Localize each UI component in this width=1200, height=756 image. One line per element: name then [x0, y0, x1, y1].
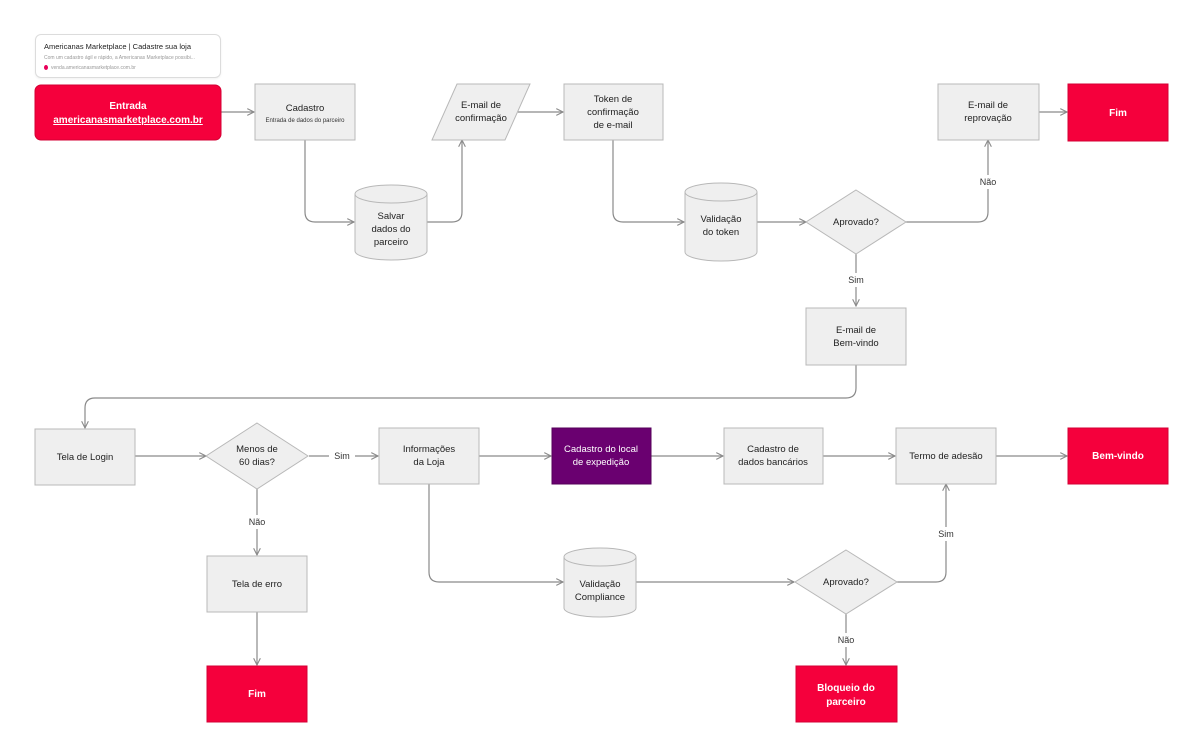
node-validacao-compliance[interactable]: Validação Compliance — [563, 547, 637, 618]
node-termo-adesao[interactable]: Termo de adesão — [895, 427, 997, 485]
node-validacao-token-line1: Validação — [700, 214, 741, 225]
node-fim-terminal[interactable]: Fim — [1067, 83, 1169, 142]
node-email-reprovacao[interactable]: E-mail de reprovação — [937, 83, 1040, 141]
node-tela-login-label: Tela de Login — [57, 452, 114, 463]
node-fim-label: Fim — [1109, 108, 1127, 119]
node-informacoes-loja[interactable]: Informações da Loja — [378, 427, 480, 485]
node-menos-60-dias-decision[interactable]: Menos de 60 dias? — [205, 422, 309, 490]
edge-token-validacao — [612, 140, 684, 222]
node-cadastro-local-line2: de expedição — [573, 457, 630, 468]
edge-label-sim: Sim — [848, 275, 864, 285]
edge-salvar-email — [426, 140, 462, 223]
node-fim-terminal-2[interactable]: Fim — [206, 665, 308, 723]
node-bem-vindo-label: Bem-vindo — [1092, 451, 1144, 462]
node-aprovado-label: Aprovado? — [833, 217, 879, 228]
edge-aprovado2-termo — [897, 484, 946, 583]
node-cadastro-bancarios-line2: dados bancários — [738, 457, 808, 468]
edge-label-nao: Não — [249, 517, 266, 527]
node-salvar-line3: parceiro — [374, 237, 408, 248]
node-validacao-compliance-line1: Validação — [579, 579, 620, 590]
node-email-confirmacao-line2: confirmação — [455, 113, 507, 124]
edge-label-sim: Sim — [938, 529, 954, 539]
node-informacoes-line2: da Loja — [413, 457, 445, 468]
link-preview-card[interactable]: Americanas Marketplace | Cadastre sua lo… — [35, 34, 221, 78]
node-validacao-token-line2: do token — [703, 227, 739, 238]
node-cadastro-local-line1: Cadastro do local — [564, 444, 638, 455]
node-fim-2-label: Fim — [248, 689, 266, 700]
edge-label-nao: Não — [838, 635, 855, 645]
node-entrada-title: Entrada — [109, 101, 147, 112]
node-termo-adesao-label: Termo de adesão — [909, 451, 982, 462]
edge-label-sim: Sim — [334, 451, 350, 461]
edge-bemvindo-login — [85, 365, 857, 428]
entrada-link[interactable]: americanasmarketplace.com.br — [53, 115, 203, 126]
americanas-favicon-icon — [44, 65, 48, 70]
node-tela-login[interactable]: Tela de Login — [34, 428, 136, 486]
node-bem-vindo-terminal[interactable]: Bem-vindo — [1067, 427, 1169, 485]
node-cadastro-local-expedicao[interactable]: Cadastro do local de expedição — [551, 427, 652, 485]
node-email-reprovacao-line1: E-mail de — [968, 100, 1008, 111]
node-bloqueio-line2: parceiro — [826, 697, 865, 708]
preview-card-url[interactable]: venda.americanasmarketplace.com.br — [51, 65, 136, 71]
edge-aprovado1-reprovacao — [906, 140, 988, 223]
node-email-bemvindo-line1: E-mail de — [836, 325, 876, 336]
node-cadastro[interactable]: Cadastro Entrada de dados do parceiro — [254, 83, 356, 141]
edge-cadastro-salvar — [304, 140, 354, 222]
node-aprovado-decision-2[interactable]: Aprovado? — [794, 549, 898, 615]
node-menos60-line1: Menos de — [236, 444, 278, 455]
node-validacao-compliance-line2: Compliance — [575, 592, 625, 603]
preview-card-title: Americanas Marketplace | Cadastre sua lo… — [44, 42, 192, 51]
node-bloqueio-line1: Bloqueio do — [817, 683, 875, 694]
edge-label-nao: Não — [980, 177, 997, 187]
node-email-bemvindo[interactable]: E-mail de Bem-vindo — [805, 307, 907, 366]
node-validacao-token[interactable]: Validação do token — [684, 182, 758, 262]
preview-card-description: Com um cadastro ágil e rápido, a America… — [44, 55, 195, 61]
node-salvar-line1: Salvar — [378, 211, 405, 222]
node-token-confirmacao[interactable]: Token de confirmação de e-mail — [563, 83, 664, 141]
node-tela-erro[interactable]: Tela de erro — [206, 555, 308, 613]
node-token-line2: confirmação — [587, 107, 639, 118]
node-bloqueio-parceiro[interactable]: Bloqueio do parceiro — [795, 665, 898, 723]
node-cadastro-dados-bancarios[interactable]: Cadastro de dados bancários — [723, 427, 824, 485]
node-salvar-line2: dados do — [371, 224, 410, 235]
connectors — [85, 112, 1067, 665]
node-token-line3: de e-mail — [593, 120, 632, 131]
node-email-reprovacao-line2: reprovação — [964, 113, 1012, 124]
node-email-bemvindo-line2: Bem-vindo — [833, 338, 878, 349]
node-salvar-dados[interactable]: Salvar dados do parceiro — [354, 184, 428, 261]
node-cadastro-bancarios-line1: Cadastro de — [747, 444, 799, 455]
node-menos60-line2: 60 dias? — [239, 457, 275, 468]
node-informacoes-line1: Informações — [403, 444, 456, 455]
node-token-line1: Token de — [594, 94, 633, 105]
node-email-confirmacao-line1: E-mail de — [461, 100, 501, 111]
node-tela-erro-label: Tela de erro — [232, 579, 282, 590]
node-aprovado-decision[interactable]: Aprovado? — [805, 189, 907, 255]
node-cadastro-title: Cadastro — [286, 103, 325, 114]
node-aprovado-2-label: Aprovado? — [823, 577, 869, 588]
node-cadastro-subtitle: Entrada de dados do parceiro — [265, 118, 345, 124]
edge-informacoes-compliance — [428, 484, 563, 582]
node-email-confirmacao[interactable]: E-mail de confirmação — [431, 83, 531, 141]
node-entrada[interactable]: Entrada americanasmarketplace.com.br — [34, 84, 222, 141]
